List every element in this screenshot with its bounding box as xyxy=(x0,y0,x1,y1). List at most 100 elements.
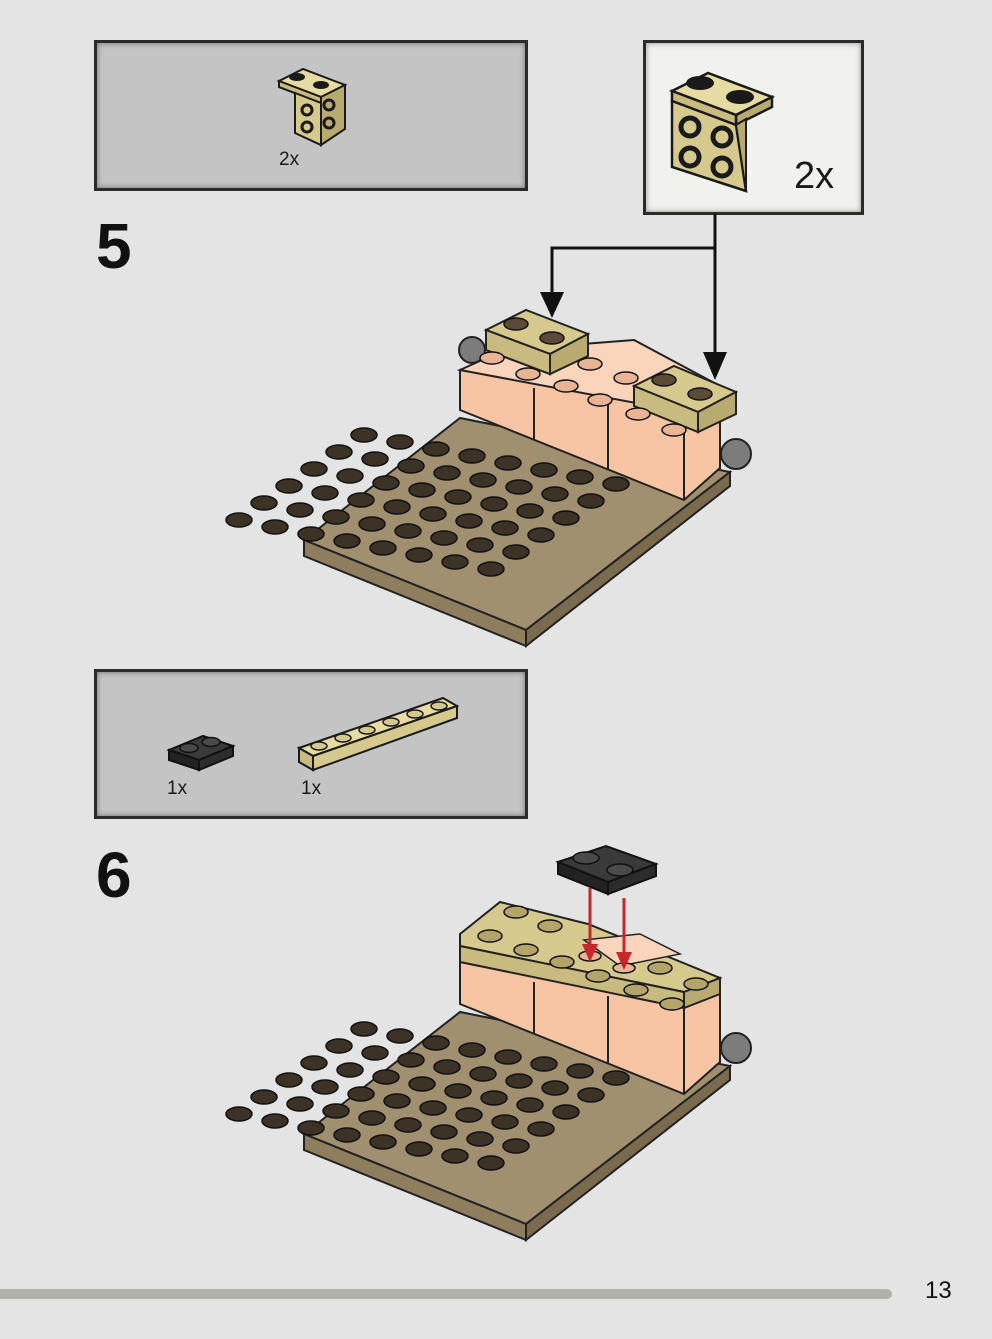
stud xyxy=(336,468,364,484)
stud xyxy=(405,1141,433,1157)
tan-bracket-1x2-2x2-icon xyxy=(276,67,348,147)
black-plate-1x2-icon xyxy=(555,844,659,896)
stud xyxy=(369,540,397,556)
step-number: 6 xyxy=(96,839,132,911)
red-placement-arrows xyxy=(582,888,632,970)
stud xyxy=(505,1073,533,1089)
stud xyxy=(422,441,450,457)
stud xyxy=(480,496,508,512)
stud xyxy=(275,1072,303,1088)
page-number: 13 xyxy=(925,1277,952,1304)
part-quantity: 1x xyxy=(167,778,188,799)
step-number: 5 xyxy=(96,210,132,282)
stud xyxy=(441,554,469,570)
stud xyxy=(300,1055,328,1071)
stud xyxy=(430,530,458,546)
callout-quantity: 2x xyxy=(794,155,835,197)
stud xyxy=(286,1096,314,1112)
stud xyxy=(397,1052,425,1068)
stud xyxy=(350,427,378,443)
stud xyxy=(516,503,544,519)
stud xyxy=(333,1127,361,1143)
stud xyxy=(566,469,594,485)
step-5-callout-box: 2x xyxy=(643,40,864,215)
stud xyxy=(552,1104,580,1120)
stud xyxy=(358,516,386,532)
stud xyxy=(297,526,325,542)
stud xyxy=(336,1062,364,1078)
stud xyxy=(441,1148,469,1164)
stud xyxy=(466,537,494,553)
stud xyxy=(530,1056,558,1072)
stud xyxy=(325,444,353,460)
stud xyxy=(347,1086,375,1102)
stud xyxy=(350,1021,378,1037)
stud xyxy=(491,520,519,536)
stud xyxy=(577,1087,605,1103)
stud xyxy=(527,1121,555,1137)
stud xyxy=(444,489,472,505)
stud xyxy=(444,1083,472,1099)
stud xyxy=(261,1113,289,1129)
stud xyxy=(311,1079,339,1095)
stud xyxy=(347,492,375,508)
step-6-model-illustration xyxy=(225,900,752,1243)
stud xyxy=(491,1114,519,1130)
stud xyxy=(250,495,278,511)
stud xyxy=(408,1076,436,1092)
stud xyxy=(286,502,314,518)
stud xyxy=(297,1120,325,1136)
stud xyxy=(566,1063,594,1079)
stud xyxy=(577,493,605,509)
stud xyxy=(516,1097,544,1113)
tan-plate-1x6-icon xyxy=(296,696,460,772)
page-progress-bar xyxy=(0,1289,892,1299)
stud xyxy=(386,434,414,450)
stud xyxy=(505,479,533,495)
stud xyxy=(361,1045,389,1061)
step-6-parts-box: 1x 1x xyxy=(94,669,528,819)
step-5-model-illustration xyxy=(225,308,752,649)
stud xyxy=(541,1080,569,1096)
stud xyxy=(361,451,389,467)
stud xyxy=(602,476,630,492)
stud xyxy=(458,448,486,464)
placement-arrows xyxy=(540,214,727,380)
stud xyxy=(541,486,569,502)
part-quantity: 1x xyxy=(301,778,322,799)
tan-bracket-1x2-2x2-icon xyxy=(668,71,776,193)
stud xyxy=(455,513,483,529)
stud xyxy=(394,523,422,539)
stud xyxy=(494,455,522,471)
stud xyxy=(502,544,530,560)
stud xyxy=(527,527,555,543)
stud xyxy=(225,512,253,528)
stud xyxy=(372,1069,400,1085)
stud xyxy=(250,1089,278,1105)
stud xyxy=(458,1042,486,1058)
stud xyxy=(433,1059,461,1075)
stud xyxy=(369,1134,397,1150)
stud xyxy=(322,509,350,525)
stud xyxy=(225,1106,253,1122)
stud xyxy=(430,1124,458,1140)
stud xyxy=(419,506,447,522)
stud xyxy=(333,533,361,549)
stud xyxy=(422,1035,450,1051)
stud xyxy=(394,1117,422,1133)
stud xyxy=(322,1103,350,1119)
stud xyxy=(408,482,436,498)
stud xyxy=(494,1049,522,1065)
stud xyxy=(275,478,303,494)
stud xyxy=(466,1131,494,1147)
black-plate-1x2-icon xyxy=(166,734,236,772)
stud xyxy=(530,462,558,478)
stud xyxy=(383,499,411,515)
step-5-parts-box: 2x xyxy=(94,40,528,191)
stud xyxy=(419,1100,447,1116)
stud xyxy=(502,1138,530,1154)
stud xyxy=(433,465,461,481)
stud xyxy=(480,1090,508,1106)
stud xyxy=(311,485,339,501)
stud xyxy=(300,461,328,477)
